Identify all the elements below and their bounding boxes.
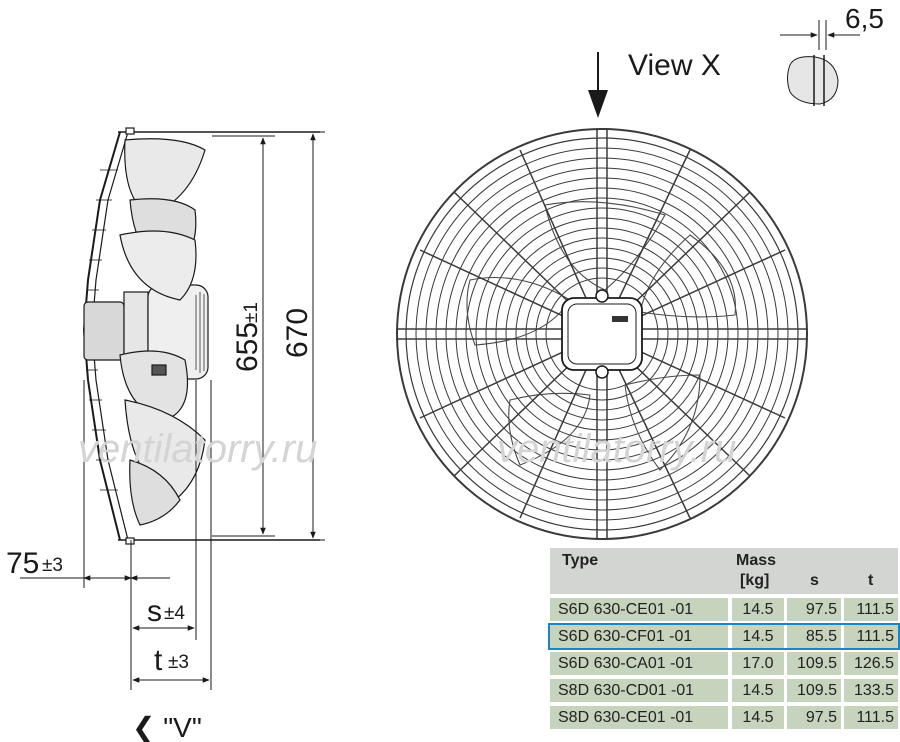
cell-mass: 14.5 [732, 706, 784, 729]
table-row[interactable]: S8D 630-CE01 -01 14.5 97.5 111.5 [550, 706, 898, 729]
cell-mass: 14.5 [732, 625, 784, 648]
front-view: View X [396, 49, 808, 540]
cell-s: 109.5 [787, 679, 841, 702]
dim-655-value: 655 [231, 322, 264, 372]
header-type: Type [562, 552, 599, 569]
dim-t-label: t [154, 644, 163, 677]
spec-table: Type Mass [kg] s t S6D 630-CE01 -01 14.5… [548, 548, 900, 733]
view-x-label: View X [628, 49, 721, 82]
watermark-left: ventilatorry.ru [78, 427, 317, 471]
dim-670-line [300, 131, 325, 541]
cell-s: 97.5 [787, 706, 841, 729]
header-mass: Mass [736, 552, 777, 569]
table-row[interactable]: S6D 630-CA01 -01 17.0 109.5 126.5 [550, 652, 898, 675]
table-row[interactable]: S8D 630-CD01 -01 14.5 109.5 133.5 [550, 679, 898, 702]
cell-t: 111.5 [844, 598, 898, 621]
watermark-right: ventilatorry.ru [497, 427, 736, 471]
dim-s-tol: ±4 [164, 603, 185, 624]
cell-mass: 14.5 [732, 679, 784, 702]
bottom-dims [20, 380, 212, 690]
table-row[interactable]: S6D 630-CE01 -01 14.5 97.5 111.5 [550, 598, 898, 621]
cell-mass: 14.5 [732, 598, 784, 621]
dim-655-tol: ±1 [241, 302, 262, 323]
cell-t: 111.5 [844, 625, 898, 648]
cell-mass: 17.0 [732, 652, 784, 675]
detail-dim-value: 6,5 [845, 3, 884, 34]
side-view [82, 127, 320, 545]
cell-type: S6D 630-CF01 -01 [550, 625, 728, 648]
motor-hub [561, 297, 643, 371]
dim-655-line [212, 135, 275, 537]
clip-detail [780, 20, 860, 106]
dim-75-tol: ±3 [42, 555, 63, 576]
cell-t: 111.5 [844, 706, 898, 729]
cell-s: 97.5 [787, 598, 841, 621]
dim-t-tol: ±3 [168, 652, 189, 673]
header-s: s [810, 572, 819, 589]
cell-t: 126.5 [844, 652, 898, 675]
dim-75-value: 75 [6, 547, 39, 580]
cell-s: 109.5 [787, 652, 841, 675]
cell-t: 133.5 [844, 679, 898, 702]
cell-type: S6D 630-CE01 -01 [550, 598, 728, 621]
view-v-label: ❮ "V" [132, 712, 202, 742]
dim-670-value: 670 [281, 308, 314, 358]
cell-type: S8D 630-CE01 -01 [550, 706, 728, 729]
table-header: Type Mass [kg] s t [550, 548, 898, 594]
dim-s-label: s [147, 595, 162, 628]
cell-type: S8D 630-CD01 -01 [550, 679, 728, 702]
view-x-arrow [588, 90, 608, 118]
table-row-selected[interactable]: S6D 630-CF01 -01 14.5 85.5 111.5 [548, 623, 900, 650]
header-t: t [868, 572, 874, 589]
guard-side-ribs [86, 169, 118, 491]
cell-type: S6D 630-CA01 -01 [550, 652, 728, 675]
header-mass-unit: [kg] [740, 572, 770, 589]
cell-s: 85.5 [787, 625, 841, 648]
